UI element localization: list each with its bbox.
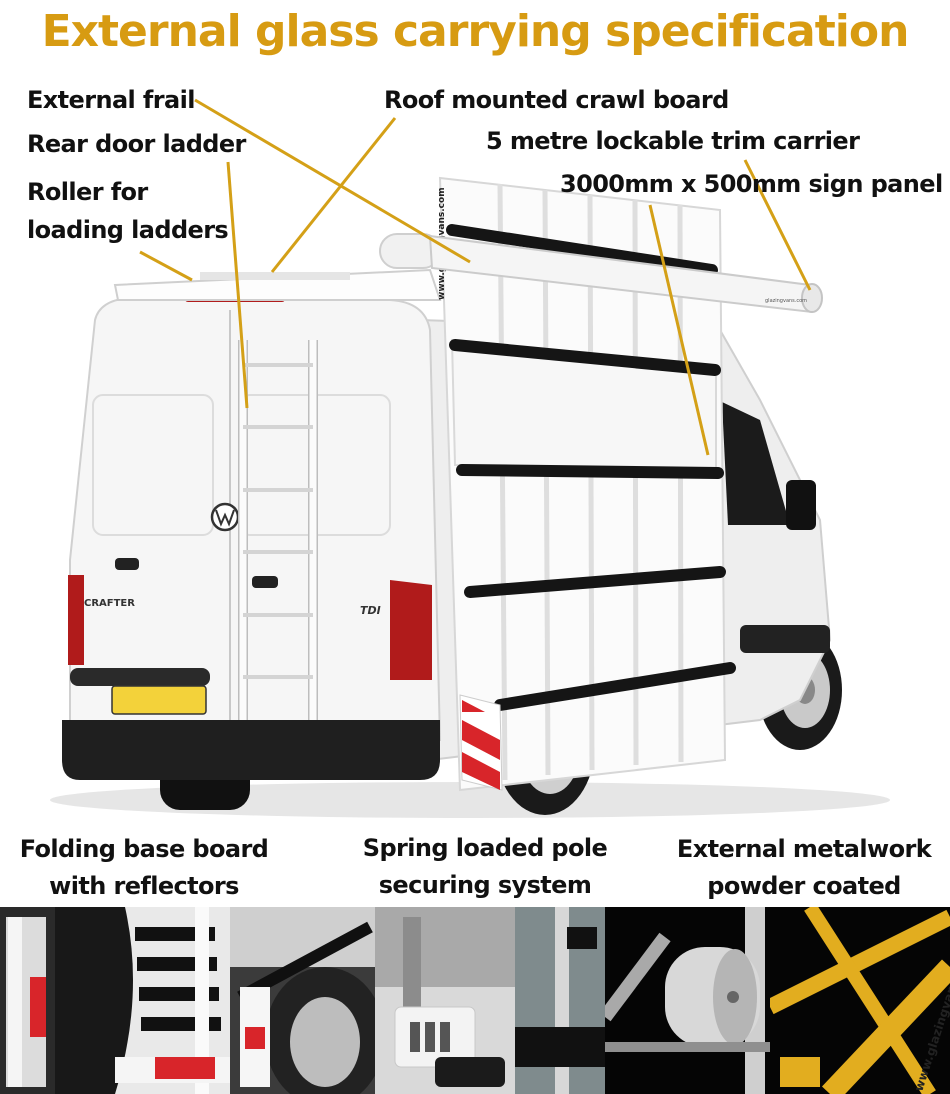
leader-rear-door-ladder xyxy=(226,161,249,409)
label-trim-carrier: 5 metre lockable trim carrier xyxy=(486,127,860,155)
label-sign-panel: 3000mm x 500mm sign panel xyxy=(560,170,943,198)
photo-folding-bar xyxy=(230,907,375,1094)
photo-reflector-panel xyxy=(0,907,55,1094)
label-roof-crawl-board: Roof mounted crawl board xyxy=(384,86,729,114)
page-title: External glass carrying specification xyxy=(41,6,910,57)
photo-spring-pole xyxy=(375,907,515,1094)
leader-crawl-board xyxy=(270,117,397,273)
feature-spring-line2: securing system xyxy=(378,871,592,899)
feature-spring-line1: Spring loaded pole xyxy=(362,834,608,862)
photo-pole-clamp xyxy=(515,907,605,1094)
glass-frame: www.glazingvans.com xyxy=(437,176,736,792)
wing-mirror xyxy=(786,480,816,530)
feature-folding-line1: Folding base board xyxy=(19,835,269,863)
reflector-panel-photo-icon xyxy=(0,907,55,1094)
photo-base-board-steps xyxy=(55,907,230,1094)
leader-lines xyxy=(139,98,812,456)
crawl-board xyxy=(200,272,350,280)
base-board-photo-icon xyxy=(55,907,230,1094)
photo-roller-end xyxy=(605,907,770,1094)
yellow-rack-photo-icon: www.glazingvans.com xyxy=(770,907,950,1094)
label-roller-line1: Roller for xyxy=(27,178,148,206)
leader-roller xyxy=(139,250,193,282)
label-roller-line2: loading ladders xyxy=(27,216,229,244)
roller-end-photo-icon xyxy=(605,907,770,1094)
tdi-badge: TDI xyxy=(360,604,381,617)
feature-folding-line2: with reflectors xyxy=(49,872,239,900)
carrier-print: glazingvans.com xyxy=(765,298,807,304)
spring-pole-photo-icon xyxy=(375,907,515,1094)
reflector xyxy=(462,700,500,790)
leader-sign-panel xyxy=(648,204,710,456)
leader-external-frail xyxy=(194,98,471,264)
crafter-badge: CRAFTER xyxy=(84,598,135,609)
leader-trim-carrier xyxy=(743,159,812,291)
label-external-frail: External frail xyxy=(27,86,195,114)
number-plate xyxy=(111,685,207,715)
feature-metal-line2: powder coated xyxy=(707,872,901,900)
van-illustration: CRAFTER TDI xyxy=(50,98,890,818)
folding-bar-photo-icon xyxy=(230,907,375,1094)
rear-door-ladder xyxy=(238,340,318,720)
roof-rack xyxy=(113,233,442,301)
trim-carrier: glazingvans.com xyxy=(428,234,823,314)
label-rear-door-ladder: Rear door ladder xyxy=(27,130,246,158)
photo-yellow-rack: www.glazingvans.com xyxy=(770,907,950,1094)
feature-metal-line1: External metalwork xyxy=(676,835,932,863)
pole-clamp-photo-icon xyxy=(515,907,605,1094)
